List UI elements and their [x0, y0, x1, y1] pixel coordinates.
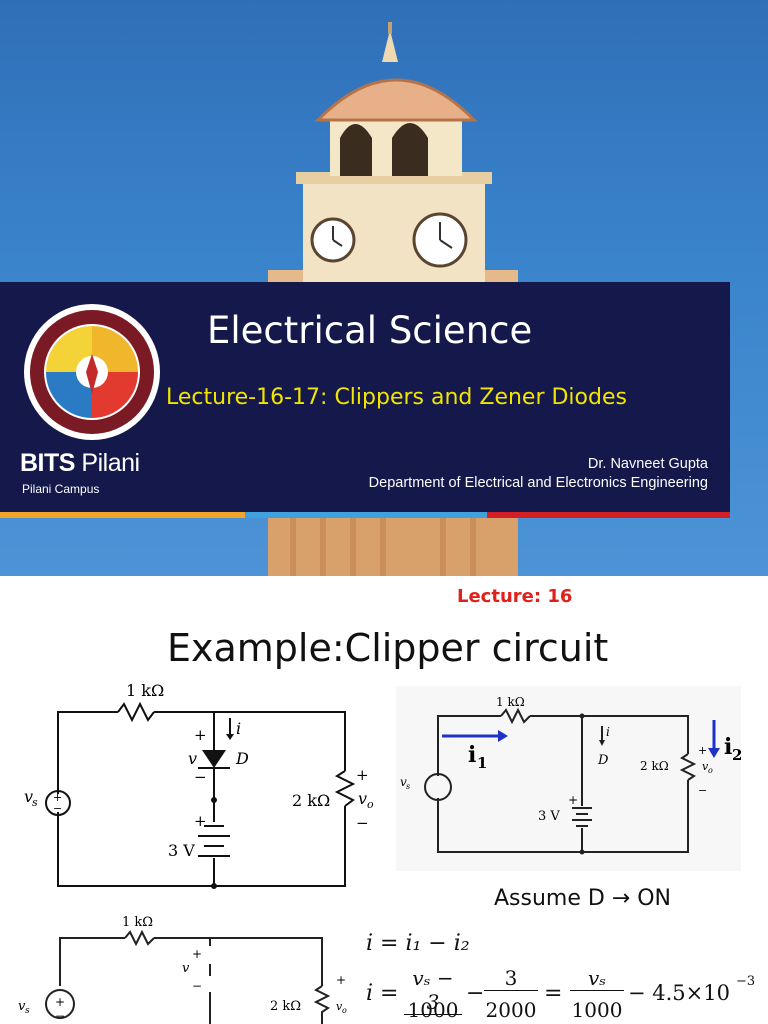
- minus-sign: −: [194, 768, 207, 786]
- exponent: −3: [736, 974, 756, 989]
- equivalent-circuit-diagram: 1 kΩ v + − 2 kΩ + v o v s + −: [18, 915, 347, 1024]
- diode-label: D: [597, 753, 609, 768]
- output-voltage-subscript: o: [342, 1006, 347, 1015]
- source-voltage-label: v: [18, 999, 26, 1014]
- accent-stripe-red: [487, 512, 730, 518]
- fraction-3-numerator: vₛ: [570, 966, 624, 991]
- lecture-subtitle: Lecture-16-17: Clippers and Zener Diodes: [166, 385, 627, 410]
- bits-pilani-emblem-icon: [24, 304, 160, 440]
- author-name: Dr. Navneet Gupta: [587, 456, 708, 472]
- plus-sign: +: [336, 973, 346, 987]
- plus-sign: +: [568, 793, 578, 807]
- resistor-1k-label: 1 kΩ: [122, 915, 153, 930]
- accent-stripe-blue: [245, 512, 487, 518]
- current-i1-label: i: [468, 742, 476, 768]
- resistor-2k-label: 2 kΩ: [270, 999, 301, 1014]
- source-voltage-label: v: [24, 787, 33, 806]
- current-equation: i = i₁ − i₂: [366, 931, 470, 956]
- title-slide: BITS Pilani Pilani Campus Electrical Sci…: [0, 0, 768, 576]
- diode-current-label: i: [236, 719, 241, 738]
- source-plus: +: [53, 791, 62, 804]
- battery-label: 3 V: [538, 809, 560, 824]
- source-voltage-subscript: s: [406, 782, 410, 791]
- content-slide: Lecture: 16 Example:Clipper circuit 1 kΩ…: [0, 576, 768, 1024]
- diode-voltage-label: v: [182, 961, 190, 976]
- resistor-1k-label: 1 kΩ: [496, 695, 525, 709]
- diode-label: D: [235, 749, 249, 768]
- minus-sign: −: [698, 784, 707, 797]
- equals-operator: =: [544, 981, 563, 1006]
- fraction-2-denominator: 2000: [485, 998, 537, 1022]
- output-voltage-subscript: o: [367, 798, 374, 811]
- plus-sign: +: [356, 766, 369, 784]
- diode-current-label: i: [606, 725, 610, 739]
- fraction-2-numerator: 3: [484, 966, 538, 991]
- department-name: Department of Electrical and Electronics…: [368, 475, 708, 491]
- output-voltage-subscript: o: [708, 766, 713, 775]
- plus-sign: +: [698, 744, 707, 757]
- output-voltage-label: v: [358, 789, 367, 808]
- brand-rest: Pilani: [81, 449, 140, 477]
- plus-sign: +: [192, 947, 202, 961]
- assumption-text: Assume D → ON: [494, 886, 672, 911]
- output-voltage-label: v: [336, 1000, 343, 1013]
- lecture-tag: Lecture: 16: [457, 586, 573, 607]
- minus-sign: −: [192, 979, 202, 993]
- source-minus: −: [55, 1009, 65, 1023]
- source-minus: −: [53, 802, 62, 815]
- resistor-2k-label: 2 kΩ: [292, 791, 330, 810]
- equation-lhs: i =: [366, 981, 399, 1006]
- course-title: Electrical Science: [207, 309, 533, 352]
- fraction-1-numerator: vₛ − 3: [404, 966, 462, 1015]
- battery-label: 3 V: [168, 841, 195, 860]
- current-i2-label: i: [724, 734, 732, 760]
- minus-sign: −: [356, 814, 369, 832]
- diode-voltage-label: v: [188, 749, 197, 768]
- resistor-1k-label: 1 kΩ: [126, 681, 164, 700]
- minus-operator: −: [466, 981, 485, 1006]
- accent-stripe-orange: [0, 512, 245, 518]
- source-voltage-subscript: s: [25, 1006, 30, 1016]
- clipper-circuit-diagram: 1 kΩ i D v + − + 3 V 2 kΩ + v o − v s + …: [24, 681, 374, 889]
- campus-label: Pilani Campus: [22, 482, 100, 496]
- brand-wordmark: BITS Pilani: [20, 449, 140, 478]
- plus-sign: +: [194, 812, 207, 830]
- brand-bold: BITS: [20, 449, 75, 477]
- slide-title: Example:Clipper circuit: [167, 626, 609, 670]
- current-i2-subscript: 2: [732, 746, 741, 764]
- source-plus: +: [55, 995, 65, 1009]
- current-i1-subscript: 1: [477, 754, 487, 772]
- plus-sign: +: [194, 726, 207, 744]
- fraction-3-denominator: 1000: [571, 998, 623, 1022]
- source-voltage-label: v: [400, 775, 407, 789]
- resistor-2k-label: 2 kΩ: [640, 759, 669, 773]
- fraction-1-denominator: 1000: [407, 998, 459, 1022]
- clipper-circuit-currents-diagram: 1 kΩ i 1 i 2 i D 3 V + 2 kΩ + v o − v s: [396, 686, 741, 871]
- output-voltage-label: v: [702, 760, 709, 773]
- equation-tail: − 4.5×10: [628, 981, 730, 1005]
- source-voltage-subscript: s: [32, 796, 38, 809]
